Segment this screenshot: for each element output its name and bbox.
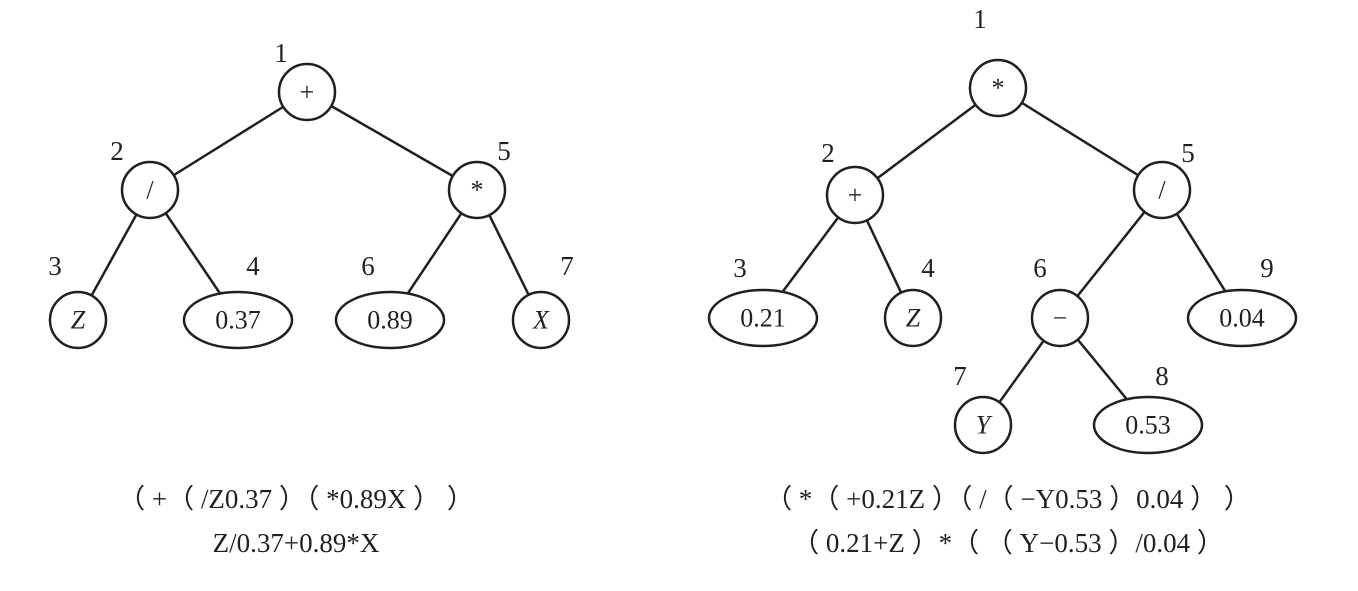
node-circle: [883, 288, 943, 348]
node-symbol: *: [471, 176, 484, 205]
node-symbol: +: [848, 181, 863, 210]
node-ellipse: [1092, 395, 1204, 455]
node-index: 3: [48, 251, 62, 281]
node-symbol: 0.89: [367, 306, 413, 335]
node-ellipse: [1186, 288, 1298, 348]
node-ellipse: [334, 290, 446, 350]
node-symbol: /: [146, 176, 154, 205]
node-symbol: 0.37: [215, 306, 261, 335]
left-infix-expression: Z/0.37+0.89*X: [213, 528, 380, 558]
node-index: 7: [560, 251, 574, 281]
node-circle: [1132, 160, 1192, 220]
edge: [149, 90, 308, 192]
node-index: 5: [1181, 138, 1195, 168]
node-index: 4: [921, 253, 935, 283]
node-symbol: /: [1158, 176, 1166, 205]
node-index: 1: [973, 4, 987, 34]
node-index: 8: [1155, 361, 1169, 391]
node-symbol: +: [300, 78, 315, 107]
left-tree-nodes: + 1 / 2 Z 3 0.37 4 * 5 0.89 6 X 7: [48, 38, 574, 350]
node-ellipse: [182, 290, 294, 350]
node-symbol: Z: [71, 306, 86, 335]
node-circle: [447, 160, 507, 220]
right-infix-expression: （ 0.21+Z ）*（ （ Y−0.53 ）/0.04 ）: [792, 528, 1224, 558]
node-index: 3: [733, 253, 747, 283]
node-circle: [511, 290, 571, 350]
node-symbol: 0.21: [740, 304, 786, 333]
node-circle: [953, 395, 1013, 455]
right-prefix-expression: （ *（ +0.21Z ）（ /（ −Y0.53 ）0.04 ） ）: [765, 484, 1251, 514]
node-index: 1: [274, 38, 288, 68]
node-symbol: Z: [906, 304, 921, 333]
node-symbol: 0.04: [1219, 304, 1265, 333]
node-circle: [120, 160, 180, 220]
node-index: 9: [1260, 253, 1274, 283]
edge: [306, 90, 478, 192]
node-ellipse: [707, 288, 819, 348]
node-index: 4: [246, 251, 260, 281]
node-symbol: 0.53: [1125, 411, 1171, 440]
node-circle: [968, 58, 1028, 118]
node-circle: [48, 290, 108, 350]
node-symbol: X: [532, 306, 550, 335]
node-circle: [277, 62, 337, 122]
node-index: 6: [1033, 253, 1047, 283]
right-tree-nodes: * 1 + 2 0.21 3 Z 4 / 5 − 6 Y 7 0.53 8 0.…: [707, 4, 1298, 455]
node-symbol: *: [992, 74, 1005, 103]
node-index: 6: [361, 251, 375, 281]
node-circle: [825, 165, 885, 225]
node-circle: [1030, 288, 1090, 348]
node-index: 5: [497, 136, 511, 166]
right-tree-edges: [761, 86, 1244, 426]
node-index: 2: [821, 138, 835, 168]
edge: [997, 86, 1163, 192]
node-symbol: Y: [976, 411, 993, 440]
node-index: 7: [953, 361, 967, 391]
node-symbol: −: [1053, 304, 1068, 333]
edge: [854, 86, 999, 197]
left-prefix-expression: （ +（ /Z0.37 ）（ *0.89X ） ）: [118, 484, 474, 514]
node-index: 2: [110, 136, 124, 166]
